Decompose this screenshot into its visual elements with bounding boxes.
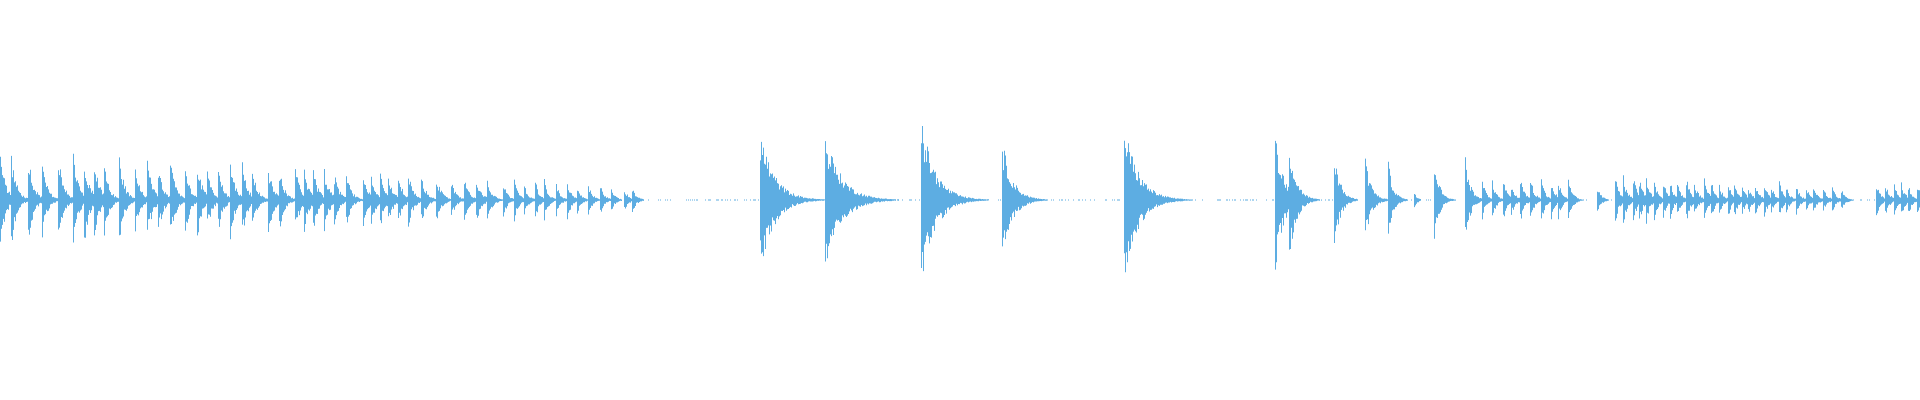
waveform-trace xyxy=(0,126,1920,273)
